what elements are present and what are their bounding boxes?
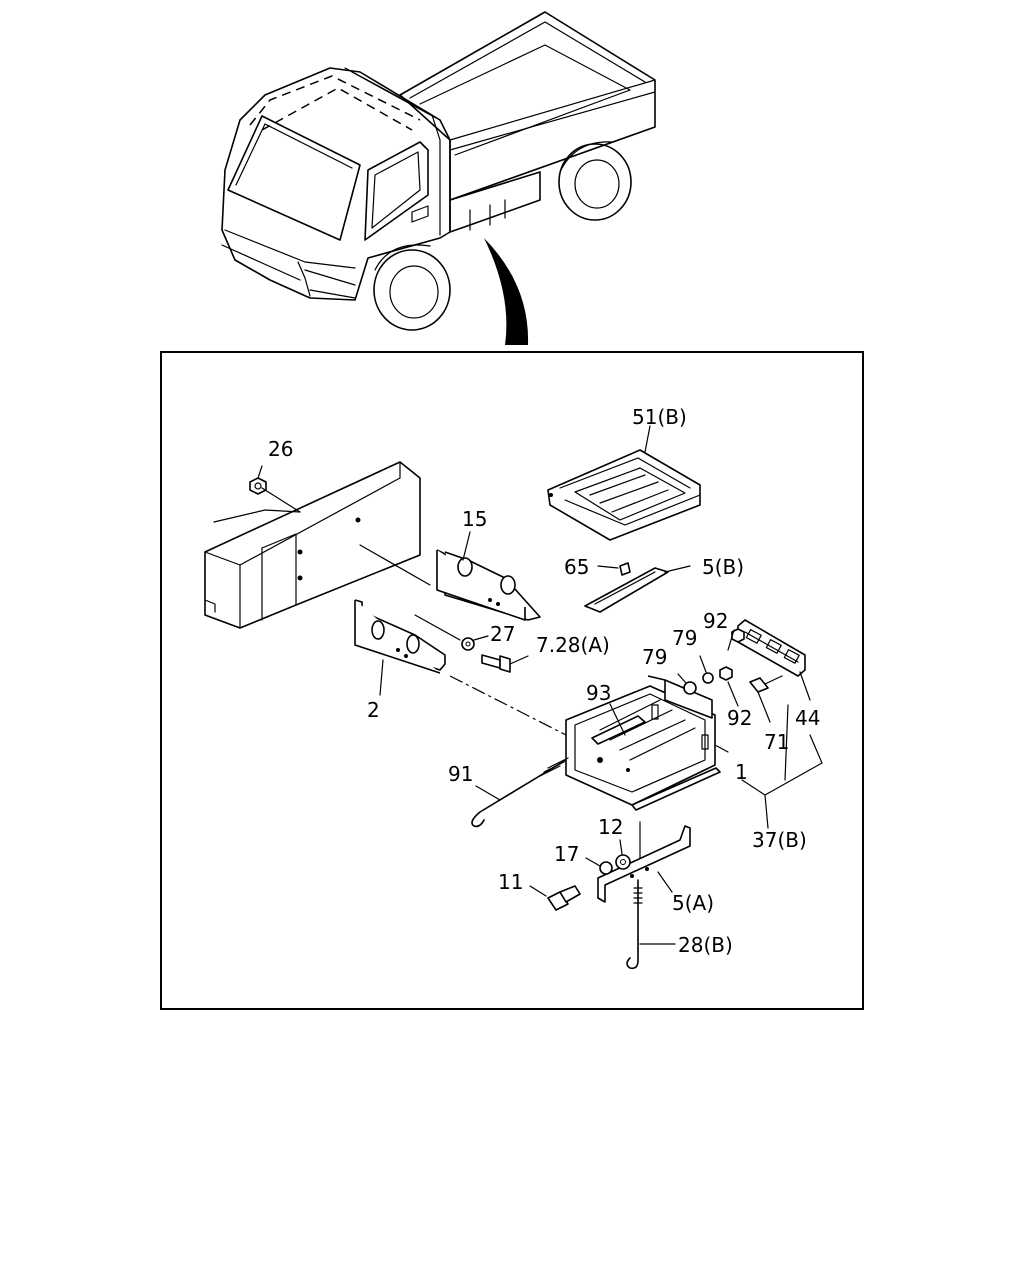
- part-7-28a-bolt: [481, 654, 529, 673]
- callout-93: 93: [586, 681, 611, 705]
- callout-79-right: 79: [672, 626, 697, 650]
- callout-91: 91: [448, 762, 473, 786]
- callout-15: 15: [462, 507, 487, 531]
- callout-28b: 28(B): [678, 933, 733, 957]
- leader-37b: [741, 704, 823, 829]
- callout-5b: 5(B): [702, 555, 744, 579]
- part-12-washer: [615, 839, 631, 870]
- truck-illustration: [221, 11, 656, 345]
- part-5a-bracket: [597, 825, 691, 903]
- callout-5a: 5(A): [672, 891, 714, 915]
- callout-17: 17: [554, 842, 579, 866]
- callout-65: 65: [564, 555, 589, 579]
- part-27-washer: [461, 635, 489, 651]
- part-65-clip: [597, 562, 631, 576]
- part-26-nut: [249, 465, 301, 513]
- callout-71: 71: [764, 730, 789, 754]
- part-17-washer: [585, 857, 613, 875]
- callout-51b: 51(B): [632, 405, 687, 429]
- callout-37b: 37(B): [752, 828, 807, 852]
- callout-27: 27: [490, 622, 515, 646]
- part-91-hook-rod: [471, 757, 569, 828]
- callout-2: 2: [367, 698, 380, 722]
- callout-11: 11: [498, 870, 523, 894]
- part-79-washers: [677, 655, 714, 695]
- callout-12: 12: [598, 815, 623, 839]
- callout-26: 26: [268, 437, 293, 461]
- part-2-bracket: [354, 599, 446, 696]
- part-71-bolt: [749, 675, 783, 723]
- part-51b-mat: [547, 425, 701, 541]
- part-44-bracket: [737, 619, 811, 701]
- frame-rail: [204, 461, 421, 629]
- part-1-tray: [565, 675, 729, 811]
- centre-line: [449, 675, 567, 736]
- callout-92-upper: 92: [703, 609, 728, 633]
- callout-44: 44: [795, 706, 820, 730]
- callout-7-28a: 7.28(A): [536, 633, 610, 657]
- detail-frame: [160, 351, 864, 1010]
- callout-1: 1: [735, 760, 748, 784]
- callout-79-left: 79: [642, 645, 667, 669]
- part-28b-hook-rod: [626, 879, 676, 970]
- callout-92-lower: 92: [727, 706, 752, 730]
- part-5b-strap: [584, 565, 691, 613]
- part-11-bolt: [529, 885, 581, 911]
- part-15-bracket: [359, 531, 541, 641]
- part-92-nuts: [719, 628, 745, 707]
